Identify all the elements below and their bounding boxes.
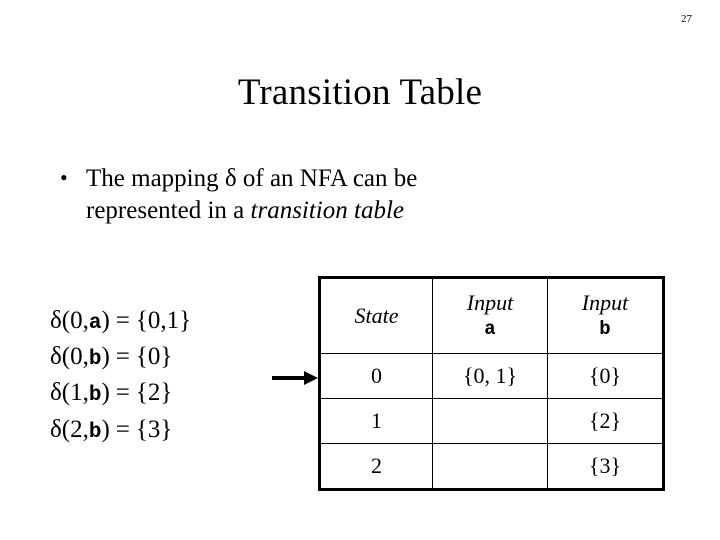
- cell-value: 2: [371, 453, 382, 478]
- column-header-symbol: b: [599, 317, 611, 340]
- delta-close-paren: ): [101, 415, 110, 443]
- bullet-text-emphasis: transition table: [250, 197, 404, 224]
- column-header-symbol: a: [484, 317, 496, 340]
- delta-equation-row: δ(1,b)={2}: [50, 375, 275, 411]
- column-header-label: Input: [466, 290, 514, 316]
- page-number: 27: [681, 13, 692, 25]
- delta-equals: =: [115, 379, 130, 407]
- bullet-text-lead: The mapping δ of an NFA can be: [86, 165, 418, 192]
- column-header-state: State: [319, 277, 433, 354]
- delta-equation-row: δ(2,b)={3}: [50, 412, 275, 448]
- column-header-label: Input: [581, 290, 629, 316]
- delta-equation-row: δ(0,b)={0}: [50, 339, 275, 375]
- delta-equals: =: [115, 343, 130, 371]
- delta-close-paren: ): [101, 379, 110, 407]
- cell-state: 0: [319, 353, 433, 399]
- delta-func: δ(0,: [50, 343, 89, 371]
- delta-equals: =: [115, 415, 130, 443]
- column-header-input-b: Input b: [547, 277, 664, 354]
- delta-input-symbol: b: [88, 348, 102, 372]
- bullet-marker-icon: •: [60, 165, 68, 190]
- cell-input-b: {2}: [547, 398, 664, 444]
- bullet-text-line2-prefix: represented in a: [86, 197, 251, 224]
- delta-result: {0}: [135, 343, 173, 371]
- cell-value: {2}: [588, 408, 622, 433]
- column-header-input-a: Input a: [432, 277, 548, 354]
- cell-value: {0}: [588, 363, 622, 388]
- delta-input-symbol: a: [88, 312, 102, 335]
- transition-table: State Input a Input b 0: [318, 276, 665, 491]
- bullet-list: • The mapping δ of an NFA can be represen…: [58, 163, 538, 227]
- delta-result: {3}: [135, 415, 173, 443]
- delta-result: {2}: [135, 379, 173, 407]
- cell-input-a: [432, 398, 548, 444]
- cell-value: 0: [371, 363, 382, 388]
- delta-func: δ(0,: [50, 307, 89, 334]
- delta-equation-list: δ(0,a)={0,1} δ(0,b)={0} δ(1,b)={2} δ(2,b…: [50, 303, 275, 448]
- delta-input-symbol: b: [88, 384, 102, 408]
- delta-equation-row: δ(0,a)={0,1}: [50, 303, 275, 339]
- cell-value: {3}: [588, 453, 622, 478]
- delta-close-paren: ): [101, 343, 110, 371]
- cell-input-b: {0}: [547, 353, 664, 399]
- delta-input-symbol: b: [88, 420, 102, 444]
- cell-state: 1: [319, 398, 433, 444]
- bullet-text: The mapping δ of an NFA can be represente…: [86, 165, 417, 224]
- table-header-row: State Input a Input b: [319, 277, 664, 354]
- cell-state: 2: [319, 443, 433, 490]
- cell-input-b: {3}: [547, 443, 664, 490]
- list-item: • The mapping δ of an NFA can be represen…: [58, 163, 538, 227]
- cell-value: {0, 1}: [462, 363, 518, 388]
- table-row: 0 {0, 1} {0}: [319, 353, 664, 399]
- right-arrow-icon: [272, 366, 318, 390]
- delta-result: {0,1}: [135, 307, 192, 334]
- table-row: 1 {2}: [319, 398, 664, 444]
- transition-table-container: State Input a Input b 0: [318, 276, 665, 491]
- delta-func: δ(2,: [50, 415, 89, 443]
- delta-close-paren: ): [101, 307, 110, 334]
- delta-func: δ(1,: [50, 379, 89, 407]
- cell-value: 1: [371, 408, 382, 433]
- page-title: Transition Table: [237, 72, 483, 113]
- cell-input-a: [432, 443, 548, 490]
- cell-input-a: {0, 1}: [432, 353, 548, 399]
- column-header-label: State: [354, 302, 399, 328]
- table-row: 2 {3}: [319, 443, 664, 490]
- delta-equals: =: [115, 307, 130, 334]
